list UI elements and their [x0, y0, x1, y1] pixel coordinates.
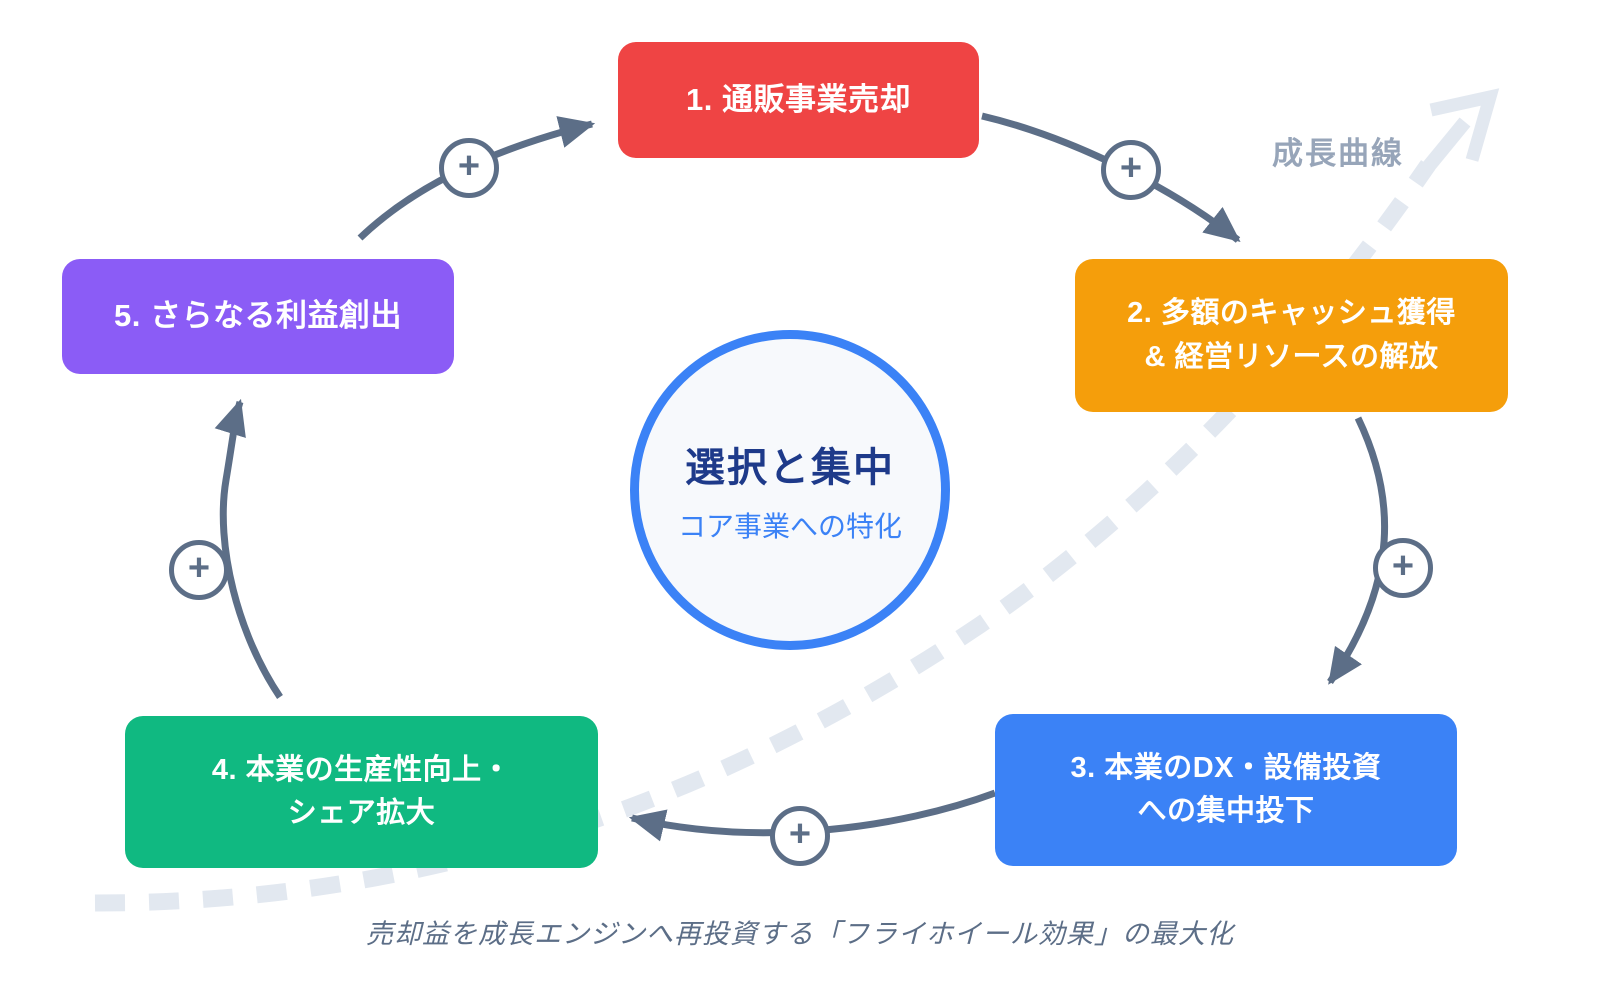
flywheel-step-1: 1. 通販事業売却	[618, 42, 979, 158]
arrow-step4-to-step5	[214, 398, 283, 699]
center-hub-title: 選択と集中	[685, 446, 895, 490]
step-2-label-line1: 2. 多額のキャッシュ獲得	[1127, 297, 1456, 329]
step-3-label-line1: 3. 本業のDX・設備投資	[1070, 751, 1382, 784]
diagram-caption: 売却益を成長エンジンへ再投資する「フライホイール効果」の最大化	[366, 919, 1234, 949]
flywheel-step-5: 5. さらなる利益創出	[62, 259, 454, 374]
plus-badge-step1-to-step2: +	[1101, 140, 1161, 200]
arrow-step2-to-step3	[1327, 416, 1389, 685]
growth-curve-arrowhead	[1429, 88, 1500, 162]
center-hub-circle: 選択と集中 コア事業への特化	[630, 330, 950, 650]
flywheel-step-3: 3. 本業のDX・設備投資 への集中投下	[995, 714, 1457, 866]
growth-curve-label: 成長曲線	[1272, 136, 1404, 171]
plus-badge-step3-to-step4: +	[770, 806, 830, 866]
center-hub-subtitle: コア事業への特化	[677, 511, 902, 542]
flywheel-step-2: 2. 多額のキャッシュ獲得 & 経営リソースの解放	[1075, 259, 1508, 412]
step-4-label-line2: シェア拡大	[287, 797, 436, 829]
step-3-label-line2: への集中投下	[1137, 795, 1315, 827]
step-2-label-line2: & 経営リソースの解放	[1144, 340, 1439, 373]
growth-curve-arrowhead-shaft	[1418, 117, 1471, 177]
plus-badge-step4-to-step5: +	[169, 540, 229, 600]
step-5-label: 5. さらなる利益創出	[114, 298, 402, 334]
growth-curve-dashed-line	[94, 160, 1435, 912]
step-4-label-line1: 4. 本業の生産性向上・	[211, 753, 512, 786]
flywheel-step-4: 4. 本業の生産性向上・ シェア拡大	[125, 716, 598, 868]
step-1-label: 1. 通販事業売却	[686, 81, 911, 117]
plus-badge-step2-to-step3: +	[1373, 538, 1433, 598]
plus-badge-step5-to-step1: +	[439, 138, 499, 198]
